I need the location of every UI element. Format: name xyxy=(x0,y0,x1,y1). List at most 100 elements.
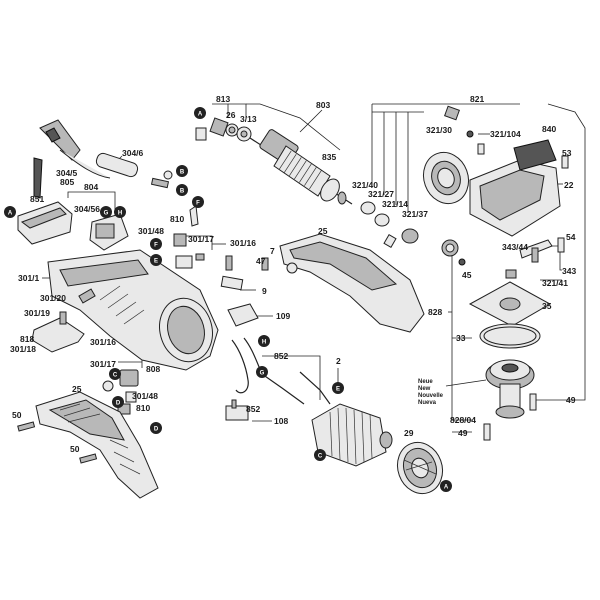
label-301-19: 301/19 xyxy=(24,308,50,318)
label-2: 2 xyxy=(336,356,341,366)
label-45: 45 xyxy=(462,270,472,280)
label-54: 54 xyxy=(566,232,576,242)
svg-text:E: E xyxy=(154,259,158,265)
label-301-48-top: 301/48 xyxy=(138,226,164,236)
label-828: 828 xyxy=(428,307,442,317)
badge-f-top: F xyxy=(192,196,204,208)
label-49-bottom: 49 xyxy=(458,428,468,438)
badge-a-bottom: A xyxy=(440,480,452,492)
switch-module-part xyxy=(17,201,129,251)
badge-a-left: A xyxy=(4,206,16,218)
label-22: 22 xyxy=(564,180,574,190)
note-neue: Neue xyxy=(418,379,433,385)
label-321-40: 321/40 xyxy=(352,180,378,190)
svg-text:F: F xyxy=(154,243,158,249)
svg-text:D: D xyxy=(116,401,121,407)
svg-text:C: C xyxy=(113,373,118,379)
label-840: 840 xyxy=(542,124,556,134)
svg-text:F: F xyxy=(196,201,200,207)
label-803: 803 xyxy=(316,100,330,110)
label-321-30: 321/30 xyxy=(426,125,452,135)
svg-text:C: C xyxy=(318,454,323,460)
label-35: 35 xyxy=(542,301,552,311)
spindle-lock-part xyxy=(441,237,565,279)
label-53: 53 xyxy=(562,148,572,158)
label-109: 109 xyxy=(276,311,290,321)
note-nueva: Nueva xyxy=(418,400,437,406)
label-9: 9 xyxy=(262,286,267,296)
label-321-14: 321/14 xyxy=(382,199,408,209)
label-7: 7 xyxy=(270,246,275,256)
label-301-18: 301/18 xyxy=(10,344,36,354)
badge-h-center: H xyxy=(258,335,270,347)
brush-parts-lower xyxy=(102,369,139,415)
label-805: 805 xyxy=(60,177,74,187)
svg-text:B: B xyxy=(180,189,185,195)
badge-d-right: D xyxy=(150,422,162,434)
part-number-labels: 813 803 821 840 26 3/13 835 321/30 321/1… xyxy=(10,94,576,454)
label-301-17-lower: 301/17 xyxy=(90,359,116,369)
badge-b-top: B xyxy=(176,184,188,196)
armature-part xyxy=(249,129,353,205)
svg-text:H: H xyxy=(262,340,266,346)
label-3-13: 3/13 xyxy=(240,114,257,124)
label-301-17-top: 301/17 xyxy=(188,234,214,244)
label-852-top: 852 xyxy=(274,351,288,361)
power-cable-part xyxy=(33,119,139,199)
label-50-left: 50 xyxy=(12,410,22,420)
badge-g-left: G xyxy=(100,206,112,218)
badge-a-top: A xyxy=(194,107,206,119)
label-301-48-lower: 301/48 xyxy=(132,391,158,401)
label-321-37: 321/37 xyxy=(402,209,428,219)
label-321-41: 321/41 xyxy=(542,278,568,288)
label-343: 343 xyxy=(562,266,576,276)
label-49-right: 49 xyxy=(566,395,576,405)
label-828-04: 828/04 xyxy=(450,415,476,425)
label-810-lower: 810 xyxy=(136,403,150,413)
small-fasteners-top xyxy=(150,117,252,189)
svg-text:B: B xyxy=(180,170,185,176)
gear-housing-flange-part xyxy=(422,151,470,205)
label-26: 26 xyxy=(226,110,236,120)
bearing-plate-part xyxy=(468,281,552,349)
motor-housing-part xyxy=(47,249,219,371)
svg-text:D: D xyxy=(154,427,159,433)
label-108: 108 xyxy=(274,416,288,426)
svg-text:H: H xyxy=(118,211,122,217)
label-304-56: 304/56 xyxy=(74,204,100,214)
badge-e-mid: E xyxy=(150,254,162,266)
slide-switch-part xyxy=(31,288,96,353)
label-343-44: 343/44 xyxy=(502,242,528,252)
label-29: 29 xyxy=(404,428,414,438)
badge-d-lower: D xyxy=(112,396,124,408)
label-301-16-top: 301/16 xyxy=(230,238,256,248)
label-321-104: 321/104 xyxy=(490,129,521,139)
badge-g-center: G xyxy=(256,366,268,378)
svg-text:G: G xyxy=(104,211,109,217)
label-851: 851 xyxy=(30,194,44,204)
label-804: 804 xyxy=(84,182,98,192)
gear-head-part xyxy=(444,105,569,237)
label-50-bottom: 50 xyxy=(70,444,80,454)
fan-part xyxy=(396,441,444,495)
label-304-5: 304/5 xyxy=(56,168,78,178)
handle-cover-upper-part xyxy=(261,233,425,333)
badge-c-lower: C xyxy=(109,368,121,380)
label-813: 813 xyxy=(216,94,230,104)
label-301-1: 301/1 xyxy=(18,273,40,283)
wire-harness-part xyxy=(225,337,331,421)
label-301-20: 301/20 xyxy=(40,293,66,303)
label-25-bottom: 25 xyxy=(72,384,82,394)
badge-h-left: H xyxy=(114,206,126,218)
gear-assembly-part xyxy=(483,359,537,441)
callout-badges: A B B A G H F F xyxy=(4,107,452,492)
new-part-note: Neue New Nouvelle Nueva xyxy=(418,379,487,406)
note-nouvelle: Nouvelle xyxy=(418,393,444,399)
label-25-top: 25 xyxy=(318,226,328,236)
label-852-lower: 852 xyxy=(246,404,260,414)
svg-text:E: E xyxy=(336,387,340,393)
label-810-top: 810 xyxy=(170,214,184,224)
label-301-16-lower: 301/16 xyxy=(90,337,116,347)
label-33: 33 xyxy=(456,333,466,343)
